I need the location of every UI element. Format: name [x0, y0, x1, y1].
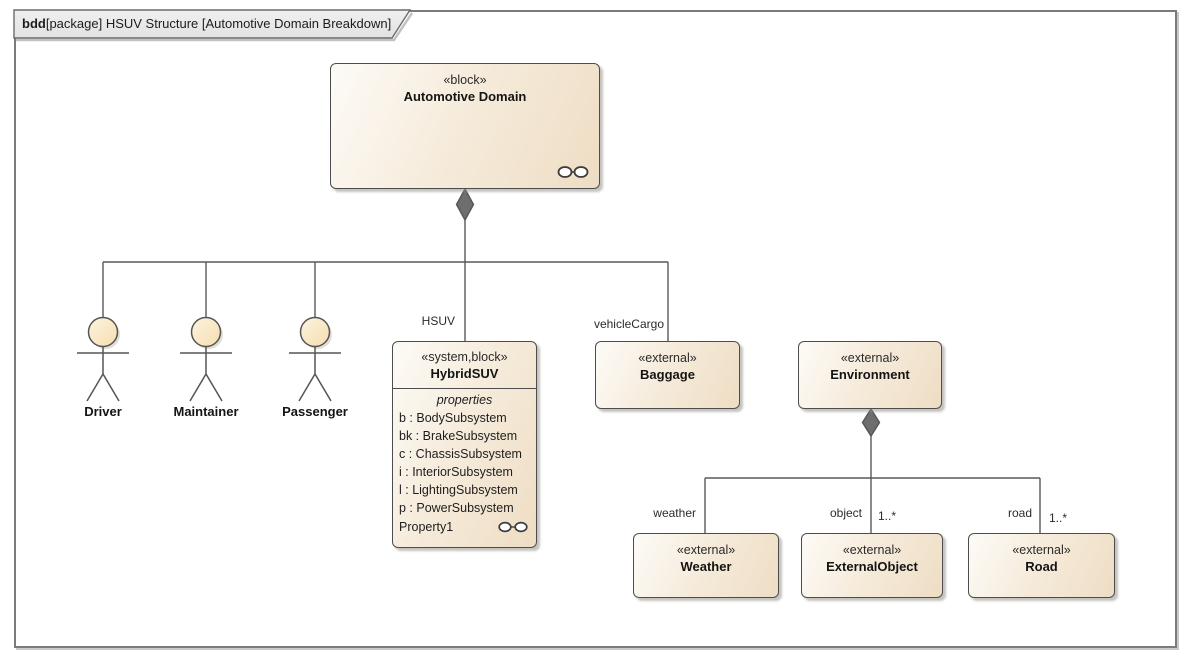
role-label-vehicle-cargo[interactable]: vehicleCargo [593, 317, 664, 331]
tab-shape [13, 9, 412, 39]
property-row[interactable]: b : BodySubsystem [399, 411, 507, 425]
property-row[interactable]: bk : BrakeSubsystem [399, 429, 518, 443]
composition-automotive-domain[interactable] [102, 187, 669, 341]
property-row[interactable]: l : LightingSubsystem [399, 483, 518, 497]
composite-diamond [455, 187, 475, 222]
block-header: «system,block» HybridSUV [393, 342, 536, 388]
block-hybrid-suv[interactable]: «system,block» HybridSUV properties b : … [392, 341, 537, 548]
block-name: Weather [680, 559, 732, 574]
role-label-object[interactable]: object [829, 506, 862, 520]
property-row[interactable]: Property1 [393, 517, 536, 537]
block-name: Baggage [640, 367, 695, 382]
actor-passenger[interactable] [289, 316, 341, 402]
stereotype-label: «external» [842, 543, 902, 557]
actor-maintainer[interactable] [180, 316, 232, 402]
actor-label-passenger: Passenger [282, 404, 348, 419]
actor-driver[interactable] [77, 316, 129, 402]
compartment-title: properties [436, 393, 493, 407]
block-name: Road [1025, 559, 1058, 574]
property-row[interactable]: i : InteriorSubsystem [399, 465, 513, 479]
property-label: Property1 [399, 520, 454, 534]
diagram-title: bdd[package] HSUV Structure [Automotive … [22, 16, 402, 31]
block-external-object[interactable]: «external» ExternalObject [801, 533, 943, 598]
actor-head [87, 316, 119, 348]
role-label-weather[interactable]: weather [653, 506, 696, 520]
composite-diamond [861, 407, 881, 438]
block-name: ExternalObject [826, 559, 918, 574]
stereotype-label: «external» [676, 543, 736, 557]
block-automotive-domain[interactable]: «block» Automotive Domain [330, 63, 600, 189]
diagram-kind-label: bdd [22, 16, 46, 31]
stereotype-label: «external» [638, 351, 697, 365]
block-road[interactable]: «external» Road [968, 533, 1115, 598]
structure-glasses-icon[interactable] [498, 521, 528, 533]
composition-lines[interactable] [102, 220, 669, 341]
stereotype-label: «system,block» [421, 350, 508, 364]
structure-glasses-icon[interactable] [557, 165, 589, 179]
diagram-frame [14, 10, 1177, 648]
tab-shadow [16, 12, 414, 42]
block-name: HybridSUV [430, 366, 499, 381]
actor-label-maintainer: Maintainer [173, 404, 239, 419]
composition-environment[interactable] [704, 407, 1041, 533]
stereotype-label: «block» [443, 73, 487, 87]
multiplicity-label-road[interactable]: 1..* [1049, 511, 1068, 525]
block-name: Automotive Domain [403, 89, 527, 104]
actor-head [190, 316, 222, 348]
property-row[interactable]: c : ChassisSubsystem [399, 447, 522, 461]
block-weather[interactable]: «external» Weather [633, 533, 779, 598]
diagram-title-text: [package] HSUV Structure [Automotive Dom… [45, 16, 392, 31]
actor-body [77, 346, 129, 402]
stereotype-label: «external» [840, 351, 900, 365]
stereotype-label: «external» [1012, 543, 1071, 557]
actor-body [289, 346, 341, 402]
composition-lines[interactable] [704, 436, 1041, 533]
role-label-hsuv[interactable]: HSUV [421, 314, 455, 328]
actor-body [180, 346, 232, 402]
actor-head [299, 316, 331, 348]
block-name: Environment [830, 367, 910, 382]
actor-label-driver: Driver [84, 404, 122, 419]
property-row[interactable]: p : PowerSubsystem [399, 501, 514, 515]
role-label-road[interactable]: road [1007, 506, 1032, 520]
properties-compartment: properties b : BodySubsystem bk : BrakeS… [393, 388, 536, 537]
multiplicity-label-object[interactable]: 1..* [878, 509, 897, 523]
diagram-title-tab [13, 9, 414, 42]
block-baggage[interactable]: «external» Baggage [595, 341, 740, 409]
block-environment[interactable]: «external» Environment [798, 341, 942, 409]
